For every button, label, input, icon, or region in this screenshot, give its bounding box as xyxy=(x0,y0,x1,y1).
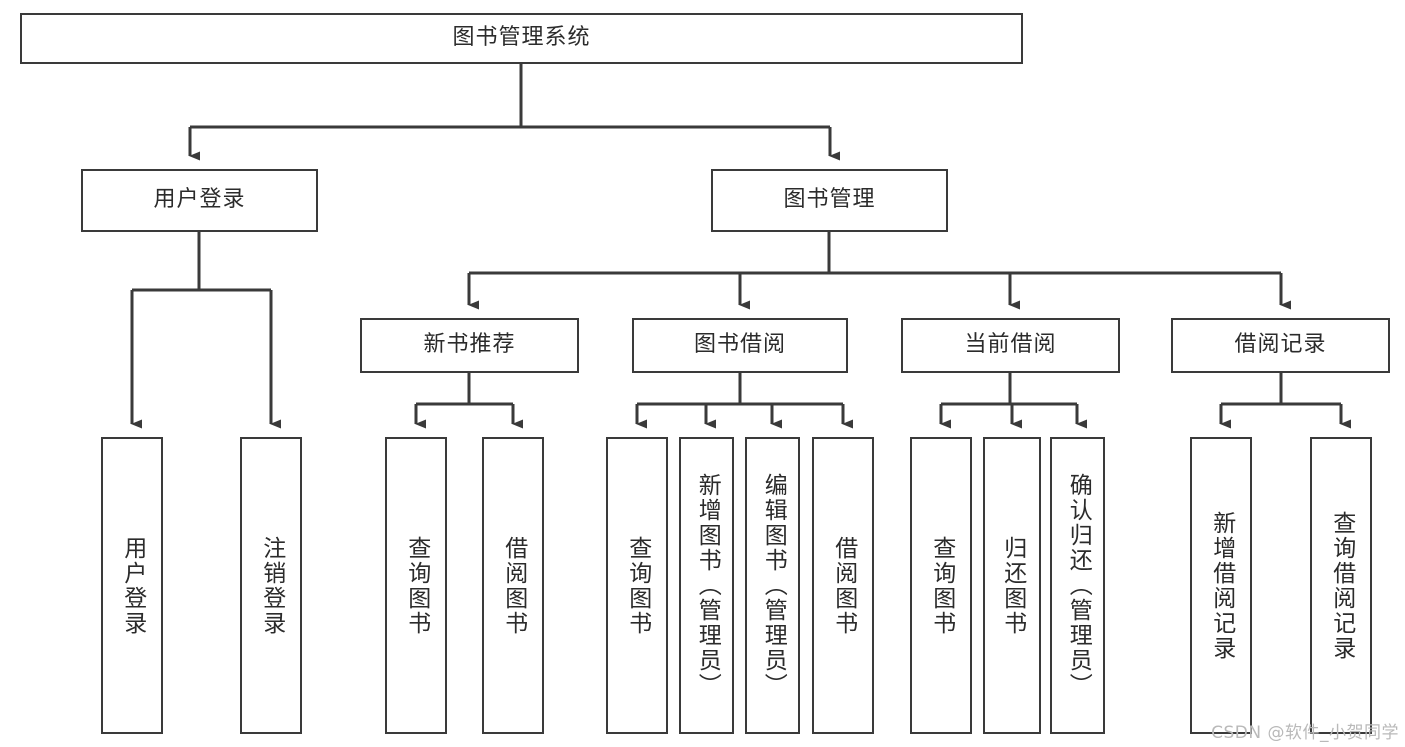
node-book-borrow-label: 图书借阅 xyxy=(693,332,786,358)
node-leaf-add-record-label: 新增借阅记录 xyxy=(1208,510,1235,661)
node-leaf-user-logout[interactable]: 注销登录 xyxy=(240,437,302,734)
node-leaf-query-book-1-label: 查询图书 xyxy=(403,535,430,636)
node-leaf-query-book-1[interactable]: 查询图书 xyxy=(385,437,447,734)
node-user-login[interactable]: 用户登录 xyxy=(81,169,318,232)
node-leaf-user-login-label: 用户登录 xyxy=(119,535,146,636)
node-current-borrow[interactable]: 当前借阅 xyxy=(901,318,1120,373)
node-leaf-add-book-label: 新增图书（管理员） xyxy=(694,473,721,698)
node-leaf-borrow-book-1[interactable]: 借阅图书 xyxy=(482,437,544,734)
node-new-book-rec[interactable]: 新书推荐 xyxy=(360,318,579,373)
node-borrow-record-label: 借阅记录 xyxy=(1234,332,1327,358)
node-leaf-query-record[interactable]: 查询借阅记录 xyxy=(1310,437,1372,734)
node-leaf-return-book-label: 归还图书 xyxy=(999,535,1026,636)
node-leaf-query-book-3-label: 查询图书 xyxy=(928,535,955,636)
node-leaf-confirm-return-label: 确认归还（管理员） xyxy=(1065,473,1092,698)
csdn-watermark: CSDN @软件_小贺同学 xyxy=(1211,723,1399,743)
node-leaf-query-book-3[interactable]: 查询图书 xyxy=(910,437,972,734)
node-leaf-query-book-2[interactable]: 查询图书 xyxy=(606,437,668,734)
node-root[interactable]: 图书管理系统 xyxy=(20,13,1023,64)
node-book-borrow[interactable]: 图书借阅 xyxy=(632,318,848,373)
node-leaf-add-record[interactable]: 新增借阅记录 xyxy=(1190,437,1252,734)
node-leaf-borrow-book-2-label: 借阅图书 xyxy=(830,535,857,636)
node-leaf-query-book-2-label: 查询图书 xyxy=(624,535,651,636)
node-current-borrow-label: 当前借阅 xyxy=(964,332,1057,358)
node-leaf-borrow-book-2[interactable]: 借阅图书 xyxy=(812,437,874,734)
node-user-login-label: 用户登录 xyxy=(153,187,246,213)
node-book-manage[interactable]: 图书管理 xyxy=(711,169,948,232)
node-root-label: 图书管理系统 xyxy=(452,25,591,51)
node-leaf-user-logout-label: 注销登录 xyxy=(258,535,285,636)
node-leaf-edit-book-label: 编辑图书（管理员） xyxy=(760,473,787,698)
node-leaf-user-login[interactable]: 用户登录 xyxy=(101,437,163,734)
node-leaf-confirm-return[interactable]: 确认归还（管理员） xyxy=(1050,437,1105,734)
node-leaf-add-book[interactable]: 新增图书（管理员） xyxy=(679,437,734,734)
node-leaf-edit-book[interactable]: 编辑图书（管理员） xyxy=(745,437,800,734)
node-leaf-borrow-book-1-label: 借阅图书 xyxy=(500,535,527,636)
node-leaf-return-book[interactable]: 归还图书 xyxy=(983,437,1041,734)
node-book-manage-label: 图书管理 xyxy=(783,187,876,213)
node-borrow-record[interactable]: 借阅记录 xyxy=(1171,318,1390,373)
node-leaf-query-record-label: 查询借阅记录 xyxy=(1328,510,1355,661)
node-new-book-rec-label: 新书推荐 xyxy=(423,332,516,358)
